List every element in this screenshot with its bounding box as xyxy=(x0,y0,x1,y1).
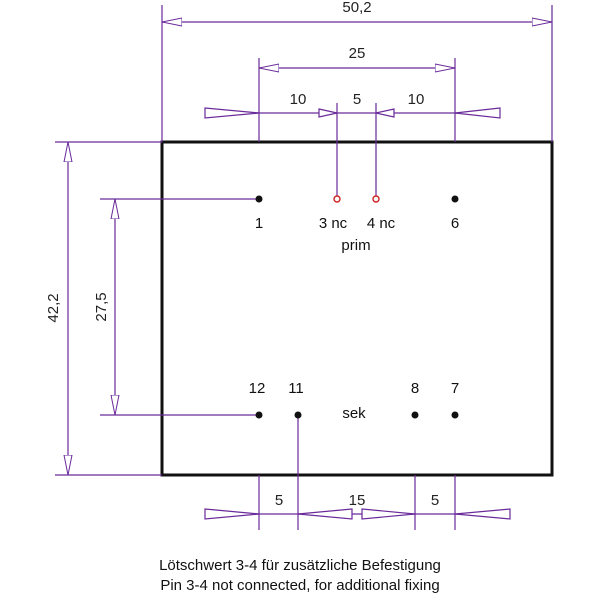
pin-12 xyxy=(255,411,263,419)
dim-prim-right-gap: 10 xyxy=(408,91,425,108)
pin-label-12: 12 xyxy=(249,380,266,397)
primary-winding-label: prim xyxy=(341,237,370,254)
pin-label-11: 11 xyxy=(288,380,304,397)
footnotes: Lötschwert 3-4 für zusätzliche Befestigu… xyxy=(0,556,600,596)
component-outline xyxy=(160,140,554,477)
pin-8 xyxy=(411,411,419,419)
dim-sek-left-gap: 5 xyxy=(275,492,283,509)
pin-label-3: 3 nc xyxy=(319,215,348,232)
pin-1 xyxy=(255,195,263,203)
dim-primary-span: 25 xyxy=(349,45,366,62)
note-german: Lötschwert 3-4 für zusätzliche Befestigu… xyxy=(159,557,441,574)
secondary-winding-label: sek xyxy=(342,405,366,422)
dim-prim-mid-gap: 5 xyxy=(353,91,361,108)
dim-sek-mid-gap: 15 xyxy=(349,492,366,509)
pin-label-1: 1 xyxy=(255,215,263,232)
note-english: Pin 3-4 not connected, for additional fi… xyxy=(160,577,440,594)
pin-7 xyxy=(451,411,459,419)
extension-lines xyxy=(55,5,553,530)
pin-label-6: 6 xyxy=(451,215,459,232)
dimension-lines xyxy=(68,22,552,520)
pin-label-7: 7 xyxy=(451,380,459,397)
pin-6 xyxy=(451,195,459,203)
pin-11 xyxy=(294,411,302,419)
dim-overall-height: 42,2 xyxy=(45,293,62,322)
pin-4-nc xyxy=(372,195,380,203)
dim-sek-right-gap: 5 xyxy=(431,492,439,509)
pin-label-4: 4 nc xyxy=(367,215,396,232)
pin-3-nc xyxy=(333,195,341,203)
pin-label-8: 8 xyxy=(411,380,419,397)
dim-row-spacing: 27,5 xyxy=(93,292,110,321)
dim-overall-width: 50,2 xyxy=(342,0,371,16)
dim-prim-left-gap: 10 xyxy=(290,91,307,108)
